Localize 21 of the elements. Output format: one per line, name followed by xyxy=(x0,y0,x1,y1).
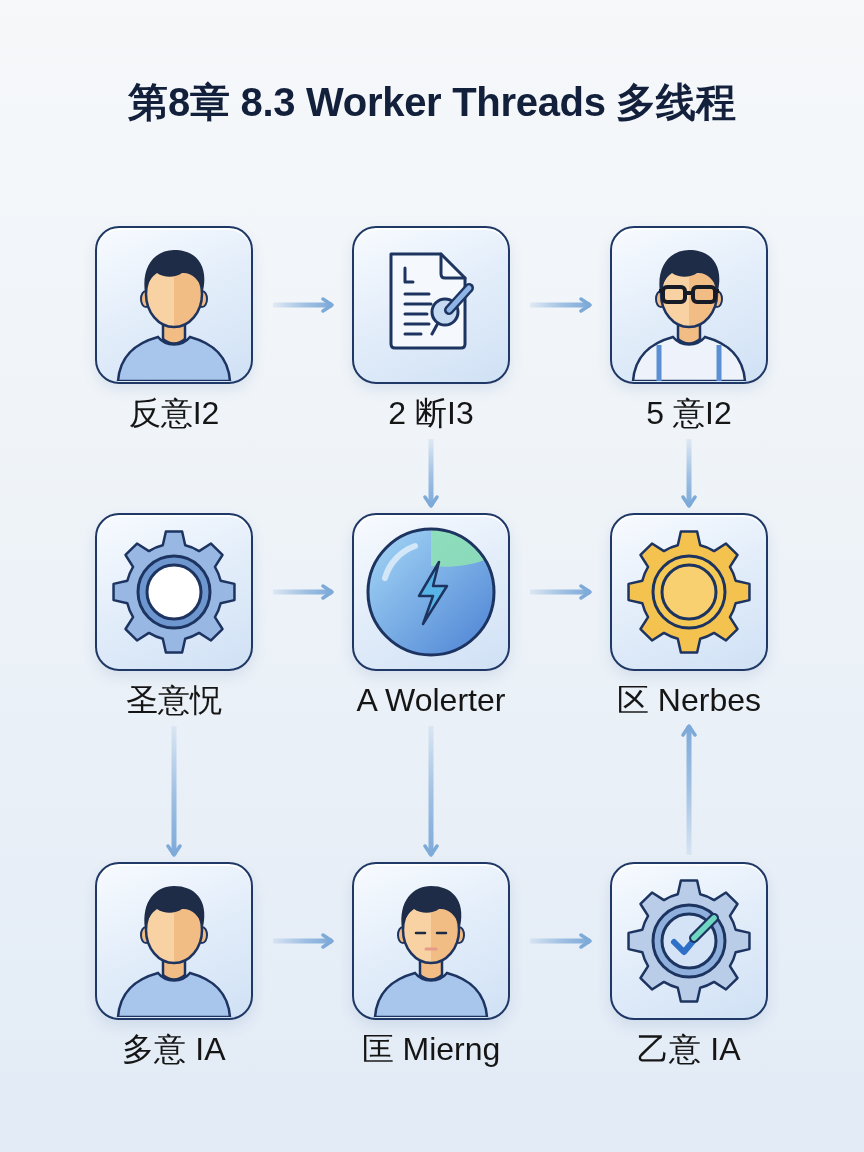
node-label: 多意 IA xyxy=(122,1030,226,1068)
title: 第8章 8.3 Worker Threads 多线程 xyxy=(128,79,736,126)
node-label: 区 Nerbes xyxy=(616,681,761,719)
arrow xyxy=(423,726,439,857)
node-label: 圣意怳 xyxy=(126,681,222,719)
arrow xyxy=(423,439,439,508)
node-label: 匡 Mierng xyxy=(361,1030,501,1068)
arrow xyxy=(530,297,592,313)
node-label: A Wolerter xyxy=(356,681,506,719)
node-label: 5 意I2 xyxy=(646,394,732,432)
node-label: 反意I2 xyxy=(128,394,220,432)
node-label: 乙意 IA xyxy=(637,1030,741,1068)
arrow xyxy=(530,933,592,949)
arrow xyxy=(273,933,334,949)
arrow xyxy=(273,584,334,600)
arrow xyxy=(530,584,592,600)
arrow xyxy=(681,439,697,508)
node-label: 2 断I3 xyxy=(388,394,474,432)
arrow xyxy=(681,724,697,855)
arrow xyxy=(166,726,182,857)
arrow xyxy=(273,297,334,313)
